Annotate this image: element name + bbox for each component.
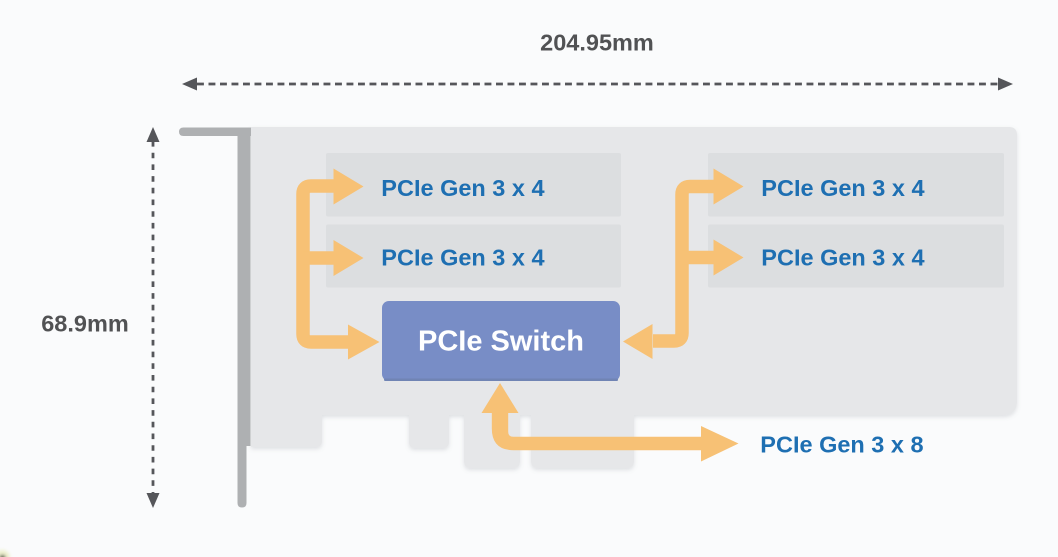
svg-text:PCIe Gen 3 x 4: PCIe Gen 3 x 4 <box>381 245 544 271</box>
svg-text:PCIe Switch: PCIe Switch <box>418 326 584 358</box>
svg-text:204.95mm: 204.95mm <box>540 30 654 56</box>
svg-text:PCIe Gen 3 x 4: PCIe Gen 3 x 4 <box>761 245 924 271</box>
svg-text:PCIe Gen 3 x 4: PCIe Gen 3 x 4 <box>381 175 544 201</box>
svg-text:PCIe Gen 3 x 4: PCIe Gen 3 x 4 <box>761 175 924 201</box>
svg-text:68.9mm: 68.9mm <box>41 311 129 337</box>
svg-text:PCIe Gen 3 x 8: PCIe Gen 3 x 8 <box>760 432 923 458</box>
